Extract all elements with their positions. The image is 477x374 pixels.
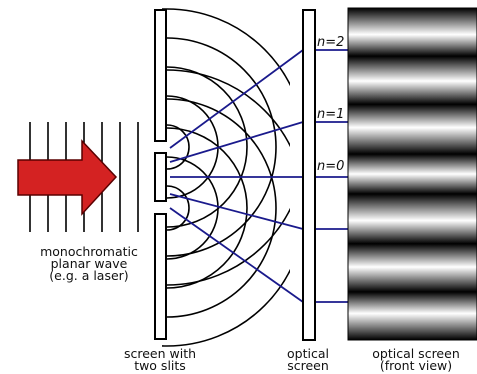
laser-arrow-icon bbox=[17, 139, 118, 216]
ray-n1-lower bbox=[169, 193, 304, 230]
order-label-n0: n=0 bbox=[317, 159, 344, 174]
order-label-n1: n=1 bbox=[317, 107, 344, 122]
slit-screen-middle-segment bbox=[154, 152, 167, 202]
slit-screen-bottom-segment bbox=[154, 213, 167, 340]
ray-n2-upper bbox=[169, 49, 304, 149]
source-label: monochromatic planar wave (e.g. a laser) bbox=[40, 244, 138, 283]
ray-n1-upper bbox=[169, 121, 304, 163]
ray-n2-lower bbox=[169, 207, 304, 303]
optical-screen-label: optical screen bbox=[287, 346, 329, 373]
order-label-n2: n=2 bbox=[317, 35, 344, 50]
slit-screen-label: screen with two slits bbox=[123, 346, 197, 373]
optical-screen-side-view bbox=[302, 9, 316, 341]
fringe-pattern bbox=[347, 7, 477, 341]
front-view-label: optical screen (front view) bbox=[372, 346, 460, 373]
slit-screen bbox=[154, 9, 167, 340]
slit-screen-top-segment bbox=[154, 9, 167, 142]
